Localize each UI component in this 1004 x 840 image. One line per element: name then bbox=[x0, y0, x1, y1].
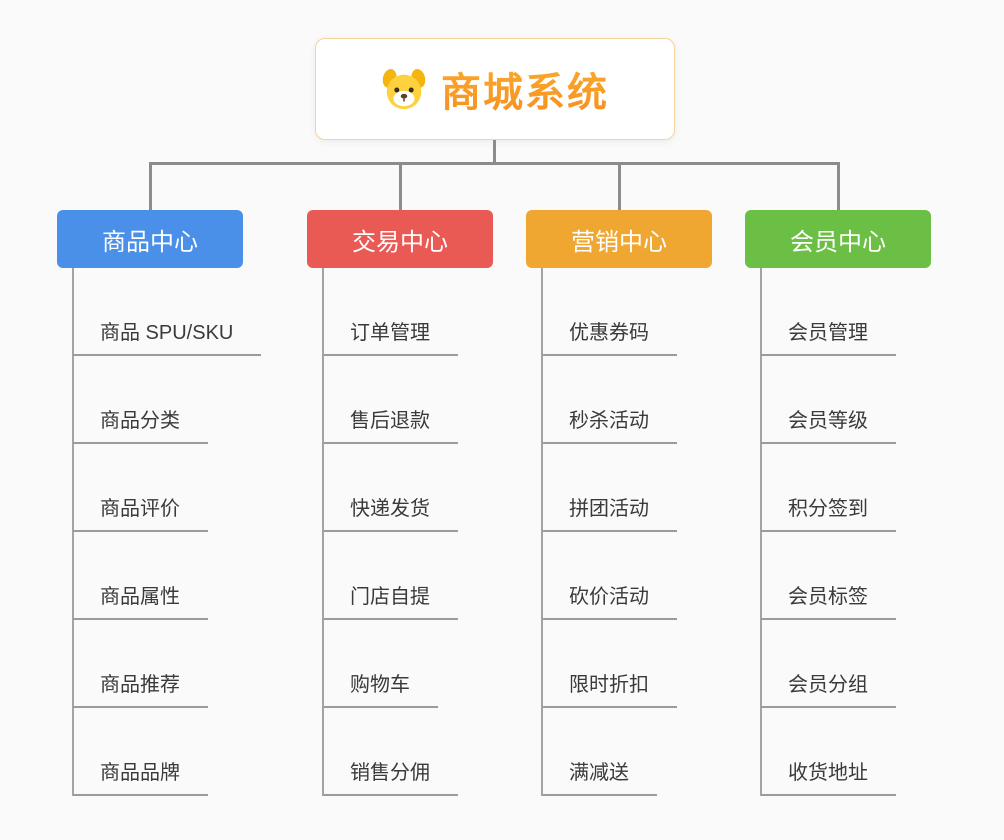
child-topic[interactable]: 商品分类 bbox=[72, 356, 208, 444]
child-topic[interactable]: 购物车 bbox=[322, 620, 438, 708]
child-topic[interactable]: 商品品牌 bbox=[72, 708, 208, 796]
child-label: 秒杀活动 bbox=[569, 410, 649, 432]
child-topic[interactable]: 积分签到 bbox=[760, 444, 896, 532]
child-topic[interactable]: 秒杀活动 bbox=[541, 356, 677, 444]
branch: 营销中心 优惠券码 秒杀活动 拼团活动 砍价活动 限时折扣 满减送 bbox=[526, 210, 712, 796]
child-label: 砍价活动 bbox=[569, 586, 649, 608]
branch-node[interactable]: 会员中心 bbox=[745, 210, 931, 268]
child-label: 商品推荐 bbox=[100, 674, 180, 696]
child-label: 销售分佣 bbox=[350, 762, 430, 784]
child-label: 会员标签 bbox=[788, 586, 868, 608]
branch-label: 交易中心 bbox=[352, 228, 448, 256]
child-label: 商品评价 bbox=[100, 498, 180, 520]
child-topic[interactable]: 砍价活动 bbox=[541, 532, 677, 620]
connector-horizontal bbox=[149, 162, 840, 165]
branch-label: 商品中心 bbox=[102, 228, 198, 256]
child-label: 优惠券码 bbox=[569, 322, 649, 344]
branch-node[interactable]: 营销中心 bbox=[526, 210, 712, 268]
child-topic[interactable]: 会员分组 bbox=[760, 620, 896, 708]
child-topic[interactable]: 门店自提 bbox=[322, 532, 458, 620]
branch-connector-line bbox=[760, 268, 762, 796]
child-topic[interactable]: 售后退款 bbox=[322, 356, 458, 444]
child-topic[interactable]: 商品推荐 bbox=[72, 620, 208, 708]
child-topic[interactable]: 限时折扣 bbox=[541, 620, 677, 708]
branch: 交易中心 订单管理 售后退款 快递发货 门店自提 购物车 销售分佣 bbox=[307, 210, 493, 796]
branch: 会员中心 会员管理 会员等级 积分签到 会员标签 会员分组 收货地址 bbox=[745, 210, 931, 796]
child-label: 会员管理 bbox=[788, 322, 868, 344]
child-topic[interactable]: 商品属性 bbox=[72, 532, 208, 620]
dog-icon bbox=[381, 66, 427, 112]
branch-connector-line bbox=[322, 268, 324, 796]
child-label: 门店自提 bbox=[350, 586, 430, 608]
branch-children: 订单管理 售后退款 快递发货 门店自提 购物车 销售分佣 bbox=[307, 268, 493, 796]
branch-connector-line bbox=[541, 268, 543, 796]
connector-drop bbox=[618, 165, 621, 210]
child-label: 积分签到 bbox=[788, 498, 868, 520]
branch-label: 会员中心 bbox=[790, 228, 886, 256]
connector-drop bbox=[837, 165, 840, 210]
child-label: 商品属性 bbox=[100, 586, 180, 608]
branch-children: 优惠券码 秒杀活动 拼团活动 砍价活动 限时折扣 满减送 bbox=[526, 268, 712, 796]
connector-drop bbox=[399, 165, 402, 210]
child-topic[interactable]: 销售分佣 bbox=[322, 708, 458, 796]
child-label: 收货地址 bbox=[788, 762, 868, 784]
connector-drop bbox=[149, 165, 152, 210]
branch-node[interactable]: 商品中心 bbox=[57, 210, 243, 268]
child-label: 购物车 bbox=[350, 674, 410, 696]
child-label: 商品品牌 bbox=[100, 762, 180, 784]
branch-children: 商品 SPU/SKU 商品分类 商品评价 商品属性 商品推荐 商品品牌 bbox=[57, 268, 262, 796]
branch-node[interactable]: 交易中心 bbox=[307, 210, 493, 268]
child-label: 商品 SPU/SKU bbox=[100, 322, 234, 344]
child-topic[interactable]: 快递发货 bbox=[322, 444, 458, 532]
child-topic[interactable]: 满减送 bbox=[541, 708, 657, 796]
child-topic[interactable]: 会员等级 bbox=[760, 356, 896, 444]
branch-connector-line bbox=[72, 268, 74, 796]
child-label: 会员分组 bbox=[788, 674, 868, 696]
child-label: 会员等级 bbox=[788, 410, 868, 432]
child-topic[interactable]: 优惠券码 bbox=[541, 268, 677, 356]
branch-label: 营销中心 bbox=[571, 228, 667, 256]
child-label: 订单管理 bbox=[350, 322, 430, 344]
child-label: 快递发货 bbox=[350, 498, 430, 520]
connector-root-stub bbox=[493, 140, 496, 163]
child-label: 限时折扣 bbox=[569, 674, 649, 696]
branch-children: 会员管理 会员等级 积分签到 会员标签 会员分组 收货地址 bbox=[745, 268, 931, 796]
child-topic[interactable]: 商品评价 bbox=[72, 444, 208, 532]
child-label: 拼团活动 bbox=[569, 498, 649, 520]
child-topic[interactable]: 订单管理 bbox=[322, 268, 458, 356]
root-title: 商城系统 bbox=[441, 60, 609, 118]
child-topic[interactable]: 会员标签 bbox=[760, 532, 896, 620]
child-label: 售后退款 bbox=[350, 410, 430, 432]
child-label: 商品分类 bbox=[100, 410, 180, 432]
root-node[interactable]: 商城系统 bbox=[315, 38, 675, 140]
child-topic[interactable]: 商品 SPU/SKU bbox=[72, 268, 262, 356]
branch: 商品中心 商品 SPU/SKU 商品分类 商品评价 商品属性 商品推荐 商品品牌 bbox=[57, 210, 262, 796]
child-topic[interactable]: 拼团活动 bbox=[541, 444, 677, 532]
child-topic[interactable]: 收货地址 bbox=[760, 708, 896, 796]
child-label: 满减送 bbox=[569, 762, 629, 784]
child-topic[interactable]: 会员管理 bbox=[760, 268, 896, 356]
